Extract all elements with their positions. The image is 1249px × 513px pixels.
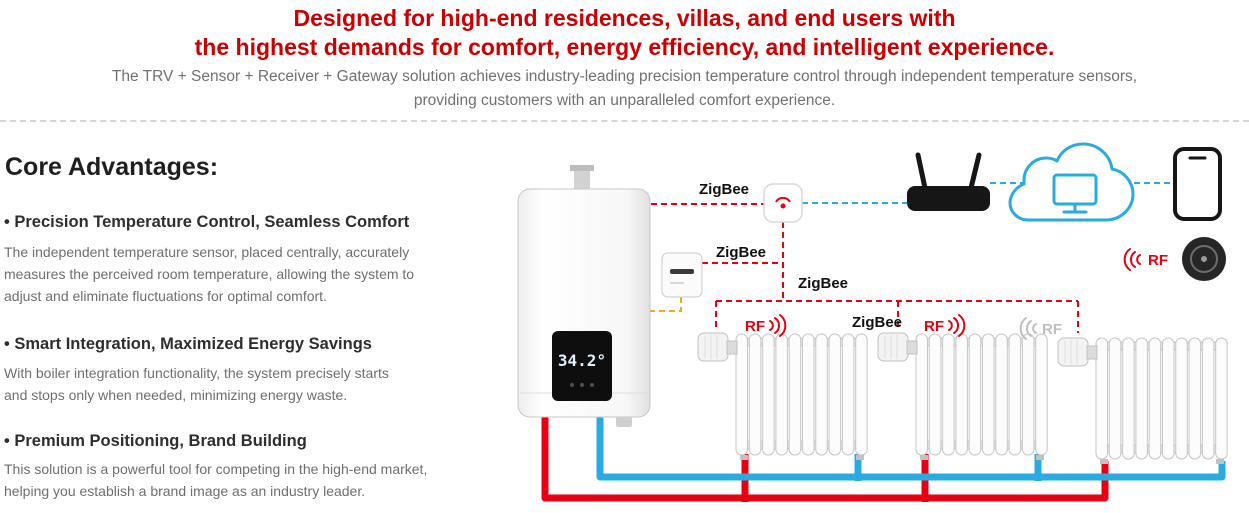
sensor-boiler-link bbox=[650, 297, 682, 312]
gateway bbox=[763, 183, 803, 223]
page-subtitle-line2: providing customers with an unparalleled… bbox=[413, 92, 836, 109]
page-subtitle-line1: The TRV + Sensor + Receiver + Gateway so… bbox=[111, 68, 1138, 85]
advantage-2-title: • Smart Integration, Maximized Energy Sa… bbox=[4, 335, 372, 353]
rf-label-trv3: RF bbox=[1019, 317, 1062, 340]
advantage-2-body: With boiler integration functionality, t… bbox=[4, 365, 389, 403]
boiler-display bbox=[552, 331, 612, 401]
advantage-1-body: The independent temperature sensor, plac… bbox=[4, 244, 415, 304]
advantage-3-title: • Premium Positioning, Brand Building bbox=[4, 432, 307, 450]
svg-text:RF: RF bbox=[1148, 252, 1168, 269]
zigbee-label-trunk: ZigBee bbox=[798, 275, 848, 292]
boiler: 34.2° bbox=[517, 165, 651, 427]
temperature-sensor bbox=[661, 252, 703, 298]
solution-diagram: 34.2° bbox=[517, 142, 1228, 502]
router-antenna-icon bbox=[968, 152, 982, 191]
svg-text:RF: RF bbox=[924, 318, 944, 335]
cloud bbox=[1008, 142, 1135, 222]
rf-waves-icon bbox=[948, 314, 966, 337]
svg-text:RF: RF bbox=[745, 318, 765, 335]
boiler-valve bbox=[616, 417, 632, 427]
gateway-logo-icon bbox=[775, 196, 791, 203]
zigbee-label-boiler-gateway: ZigBee bbox=[699, 181, 749, 198]
svg-text:RF: RF bbox=[1042, 321, 1062, 338]
rf-label-trv1: RF bbox=[745, 314, 787, 337]
zigbee-links bbox=[651, 203, 1079, 333]
radiator-2 bbox=[915, 333, 1048, 461]
router-antenna-icon bbox=[915, 152, 928, 191]
trv-valve-2 bbox=[877, 332, 918, 362]
rf-waves-icon bbox=[1019, 317, 1037, 340]
advantage-3-body: This solution is a powerful tool for com… bbox=[4, 461, 428, 499]
boiler-display-value: 34.2° bbox=[558, 351, 606, 370]
rf-waves-icon bbox=[769, 314, 787, 337]
section-divider bbox=[0, 120, 1249, 122]
rf-receiver bbox=[1182, 237, 1226, 281]
boiler-flue-icon bbox=[570, 165, 594, 171]
zigbee-label-trv: ZigBee bbox=[852, 314, 902, 331]
zigbee-labels: ZigBee ZigBee ZigBee ZigBee bbox=[699, 181, 902, 331]
network-links bbox=[802, 182, 1174, 204]
cloud-monitor-icon bbox=[1052, 173, 1098, 214]
radiator-3 bbox=[1095, 337, 1228, 465]
core-advantages-heading: Core Advantages: bbox=[5, 153, 219, 181]
zigbee-label-sensor: ZigBee bbox=[716, 244, 766, 261]
trv-valve-3 bbox=[1057, 337, 1098, 367]
rf-waves-icon bbox=[1123, 248, 1141, 271]
rf-label-receiver: RF bbox=[1123, 248, 1168, 271]
page-title-line2: the highest demands for comfort, energy … bbox=[194, 34, 1055, 60]
rf-label-trv2: RF bbox=[924, 314, 966, 337]
radiator-1 bbox=[735, 333, 868, 461]
advantage-1-title: • Precision Temperature Control, Seamles… bbox=[4, 213, 410, 231]
page-title-line1: Designed for high-end residences, villas… bbox=[293, 5, 956, 31]
rf-labels: RF RF bbox=[745, 248, 1168, 340]
trv-valve-1 bbox=[697, 332, 738, 362]
smartphone bbox=[1173, 147, 1222, 221]
router bbox=[907, 152, 990, 211]
